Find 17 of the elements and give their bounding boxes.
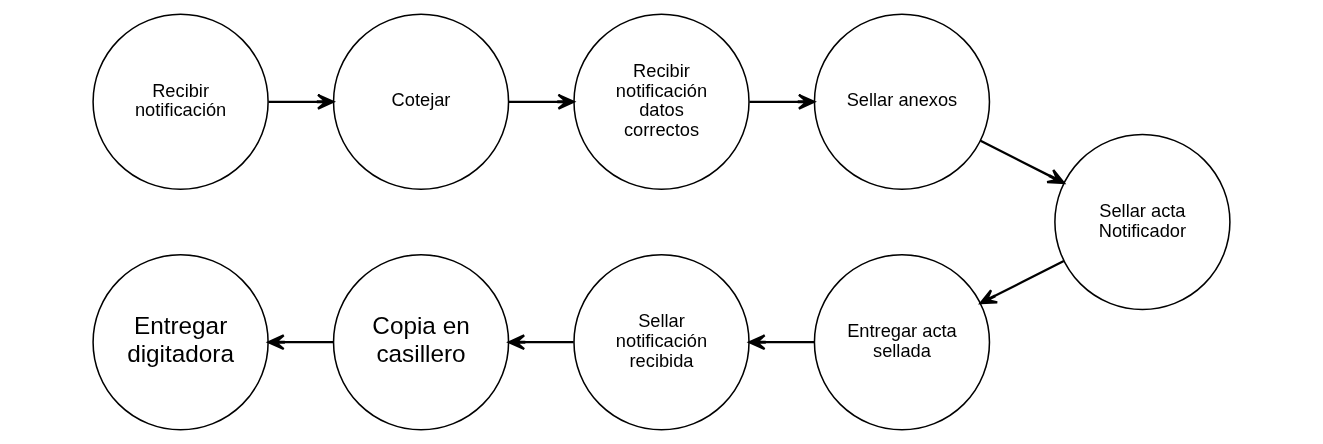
arrow xyxy=(267,334,334,351)
node-circle: Entregar acta sellada xyxy=(813,253,991,431)
node-circle: Entregar digitadora xyxy=(92,253,269,431)
node-circle: Sellar anexos xyxy=(813,13,991,191)
arrow xyxy=(508,93,575,110)
arrow xyxy=(980,139,1065,185)
arrow xyxy=(268,93,335,110)
node-circle: Recibir notificación xyxy=(92,13,269,191)
arrow xyxy=(507,334,574,351)
arrow xyxy=(748,334,815,351)
arrow xyxy=(749,93,816,110)
node-circle: Cotejar xyxy=(332,13,510,191)
node-circle: Copia en casillero xyxy=(332,253,510,431)
node-circle: Sellar notificación recibida xyxy=(573,253,750,431)
arrow xyxy=(979,260,1065,305)
node-circle: Sellar acta Notificador xyxy=(1054,133,1231,311)
node-circle: Recibir notificación datos correctos xyxy=(573,13,750,191)
